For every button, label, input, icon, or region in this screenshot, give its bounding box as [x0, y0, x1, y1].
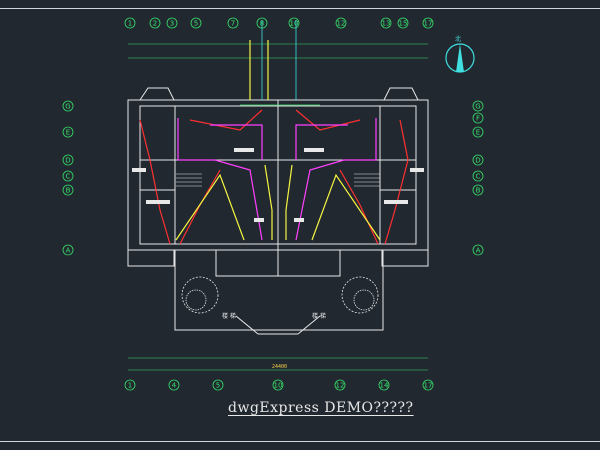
top-axis-10: 10: [288, 17, 300, 29]
svg-text:3: 3: [170, 20, 174, 28]
total-dimension: 24400: [272, 364, 287, 370]
svg-text:17: 17: [424, 382, 433, 390]
right-axis-E: E: [472, 126, 484, 138]
svg-text:B: B: [66, 187, 71, 195]
top-axis-15: 15: [397, 17, 409, 29]
frame-bottom-line: [0, 441, 600, 442]
svg-text:5: 5: [216, 382, 220, 390]
svg-text:14: 14: [380, 382, 389, 390]
right-axis-A: A: [472, 244, 484, 256]
svg-text:15: 15: [399, 20, 408, 28]
svg-text:13: 13: [382, 20, 391, 28]
svg-text:4: 4: [172, 382, 177, 390]
top-axis-5: 5: [190, 17, 202, 29]
top-axis-17: 17: [422, 17, 434, 29]
bottom-axis-4: 4: [168, 379, 180, 391]
svg-text:A: A: [476, 247, 481, 255]
svg-text:D: D: [65, 157, 70, 165]
left-axis-A: A: [62, 244, 74, 256]
top-axis-3: 3: [166, 17, 178, 29]
room-tags: [132, 148, 424, 222]
svg-text:1: 1: [128, 382, 132, 390]
top-dimension-chain: [128, 43, 428, 59]
svg-text:C: C: [476, 173, 481, 181]
top-axis-7: 7: [227, 17, 239, 29]
building-walls: [127, 87, 429, 335]
bottom-axis-12: 12: [334, 379, 346, 391]
top-axis-1: 1: [124, 17, 136, 29]
left-axis-B: B: [62, 184, 74, 196]
svg-text:1: 1: [128, 20, 132, 28]
svg-text:12: 12: [337, 20, 346, 28]
bottom-axis-10: 10: [272, 379, 284, 391]
left-axis-C: C: [62, 170, 74, 182]
svg-text:12: 12: [336, 382, 345, 390]
north-arrow-icon: 北: [445, 35, 475, 73]
stair-hatch: [176, 173, 380, 187]
svg-text:F: F: [476, 115, 480, 123]
bottom-axis-5: 5: [212, 379, 224, 391]
tree-symbols: [181, 276, 379, 314]
room-label-left: 楼 梯: [222, 312, 236, 320]
svg-text:7: 7: [231, 20, 235, 28]
svg-text:G: G: [65, 103, 70, 111]
left-axis-E: E: [62, 126, 74, 138]
svg-text:10: 10: [290, 20, 299, 28]
left-axis-G: G: [62, 100, 74, 112]
top-axis-12: 12: [335, 17, 347, 29]
bottom-axis-17: 17: [422, 379, 434, 391]
right-axis-G: G: [472, 100, 484, 112]
svg-text:D: D: [475, 157, 480, 165]
top-axis-13: 13: [380, 17, 392, 29]
svg-text:10: 10: [274, 382, 283, 390]
right-axis-B: B: [472, 184, 484, 196]
top-axis-2: 2: [149, 17, 161, 29]
electrical-wiring: [139, 20, 409, 245]
left-axis-D: D: [62, 154, 74, 166]
bottom-dimension-chain: 24400: [128, 357, 428, 371]
svg-text:A: A: [66, 247, 71, 255]
svg-text:2: 2: [153, 20, 157, 28]
bottom-axis-14: 14: [378, 379, 390, 391]
right-axis-bubbles: GFE DCB A: [472, 100, 484, 256]
room-label-right: 楼 梯: [312, 312, 326, 320]
right-axis-D: D: [472, 154, 484, 166]
left-axis-bubbles: G E DCB A: [62, 100, 74, 256]
frame-top-line: [0, 8, 600, 9]
right-axis-F: F: [472, 112, 484, 124]
svg-text:C: C: [66, 173, 71, 181]
drawing-caption: dwgExpress DEMO?????: [228, 400, 414, 416]
svg-text:5: 5: [194, 20, 198, 28]
north-label: 北: [455, 35, 461, 43]
svg-text:G: G: [475, 103, 480, 111]
right-axis-C: C: [472, 170, 484, 182]
svg-text:E: E: [476, 129, 480, 137]
bottom-axis-1: 1: [124, 379, 136, 391]
svg-text:E: E: [66, 129, 70, 137]
svg-text:17: 17: [424, 20, 433, 28]
svg-text:B: B: [476, 187, 481, 195]
